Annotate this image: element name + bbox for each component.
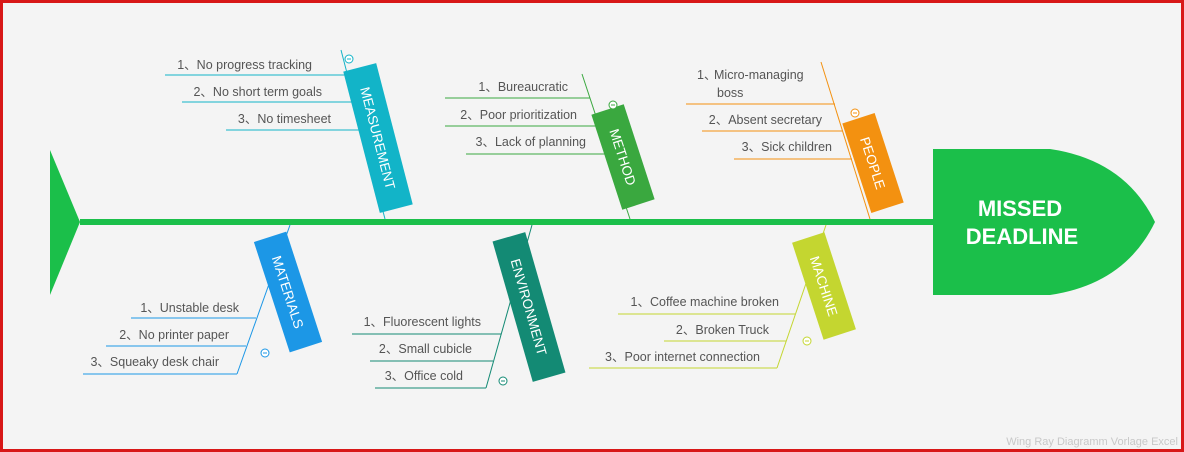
people-cause-3: 3、Sick children bbox=[742, 140, 832, 154]
measurement-cause-3: 3、No timesheet bbox=[238, 112, 332, 126]
environment-cause-2: 2、Small cubicle bbox=[379, 342, 472, 356]
machine-cause-3: 3、Poor internet connection bbox=[605, 350, 760, 364]
branch-method: 1、Bureaucratic 2、Poor prioritization 3、L… bbox=[445, 73, 655, 220]
people-cause-2: 2、Absent secretary bbox=[709, 113, 823, 127]
branch-people: 1 、 Micro-managing boss 2、Absent secreta… bbox=[686, 61, 904, 220]
materials-cause-2: 2、No printer paper bbox=[119, 328, 229, 342]
environment-cause-1: 1、Fluorescent lights bbox=[364, 315, 481, 329]
fish-spine bbox=[80, 219, 940, 225]
watermark: Wing Ray Diagramm Vorlage Excel bbox=[1006, 436, 1178, 448]
fish-tail bbox=[50, 150, 80, 295]
method-cause-2: 2、Poor prioritization bbox=[460, 108, 577, 122]
materials-cause-3: 3、Squeaky desk chair bbox=[90, 355, 219, 369]
branch-environment: 1、Fluorescent lights 2、Small cubicle 3、O… bbox=[352, 224, 566, 389]
fish-head bbox=[933, 149, 1155, 295]
measurement-cause-2: 2、No short term goals bbox=[193, 85, 322, 99]
environment-cause-3: 3、Office cold bbox=[385, 369, 463, 383]
category-people[interactable] bbox=[842, 113, 904, 213]
category-machine[interactable] bbox=[792, 232, 856, 340]
materials-cause-1: 1、Unstable desk bbox=[140, 301, 239, 315]
category-environment[interactable] bbox=[492, 232, 566, 382]
category-method[interactable] bbox=[591, 104, 655, 210]
category-materials[interactable] bbox=[253, 231, 323, 353]
head-line-1: MISSED bbox=[978, 196, 1062, 221]
method-cause-1: 1、Bureaucratic bbox=[478, 80, 568, 94]
machine-cause-1: 1、Coffee machine broken bbox=[631, 295, 780, 309]
head-line-2: DEADLINE bbox=[966, 224, 1078, 249]
branch-machine: 1、Coffee machine broken 2、Broken Truck 3… bbox=[589, 224, 856, 369]
measurement-cause-1: 1、No progress tracking bbox=[177, 58, 312, 72]
people-cause-1: 1 、 Micro-managing boss bbox=[697, 68, 807, 100]
method-cause-3: 3、Lack of planning bbox=[476, 135, 587, 149]
branch-measurement: 1、No progress tracking 2、No short term g… bbox=[165, 49, 413, 220]
category-measurement[interactable] bbox=[343, 63, 413, 213]
branch-materials: 1、Unstable desk 2、No printer paper 3、Squ… bbox=[83, 224, 323, 375]
machine-cause-2: 2、Broken Truck bbox=[676, 323, 770, 337]
